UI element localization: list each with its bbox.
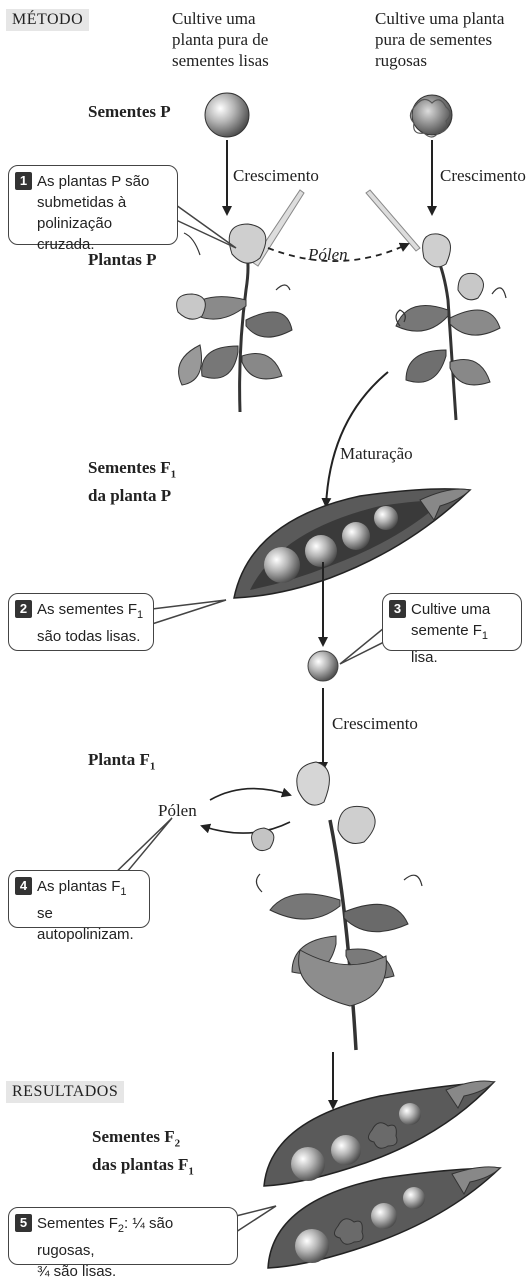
step-1-text: As plantas P são submetidas à polinizaçã… [37,173,149,253]
f1-seeds-label: Sementes F1 da planta P [88,457,176,506]
step-2-sub: 1 [137,609,143,621]
step-3-callout: 3 Cultive uma semente F1 lisa. [382,593,522,651]
p-plants-label: Plantas P [88,249,156,270]
f1-plant-label-sub: 1 [150,760,156,772]
wrinkled-parent-caption: Cultive uma planta pura de sementes rugo… [375,8,505,71]
results-label: RESULTADOS [6,1081,124,1103]
method-label: MÉTODO [6,9,89,31]
step-4-callout: 4 As plantas F1 se autopolinizam. [8,870,150,928]
f1-seeds-label-line2: da planta P [88,486,171,505]
f1-plant-label: Planta F1 [88,749,155,777]
f2-pod-2 [268,1167,500,1268]
pollen-label-f1: Pólen [158,800,197,821]
step-3-text-c: lisa. [411,649,438,666]
smooth-parent-caption: Cultive uma planta pura de sementes lisa… [172,8,290,71]
step-3-sub: 1 [482,630,488,642]
step-4-number: 4 [15,877,32,895]
f2-seeds-label-text: Sementes F [92,1127,175,1146]
maturation-arrow [326,372,388,506]
f1-seed [308,651,338,681]
step-5-text-a: Sementes F [37,1215,118,1232]
smooth-seed-p [205,93,249,137]
step-4-sub: 1 [120,886,126,898]
f1-plant [252,762,422,1050]
parent-plant-right [396,234,506,420]
step-3-text-a: Cultive uma [411,601,490,618]
step-5-text-c: ¾ são lisas. [37,1263,116,1280]
f2-seeds-label: Sementes F2 das plantas F1 [92,1126,194,1183]
step-2-text-a: As sementes F [37,601,137,618]
f1-pod [234,489,470,598]
step-5-number: 5 [15,1214,32,1232]
step-4-text-b: se [37,905,53,922]
pollen-label-top: Pólen [308,244,348,265]
growth-label-f1: Crescimento [332,713,418,734]
step-3-number: 3 [389,600,406,618]
self-pollen-arrow-bottom [202,822,290,833]
step-4-text-a: As plantas F [37,878,120,895]
maturation-label: Maturação [340,443,413,464]
f2-seeds-label-sub2: 1 [188,1166,194,1178]
f2-seeds-label-sub: 2 [175,1137,181,1149]
f1-seeds-label-sub: 1 [171,468,177,480]
step-2-callout: 2 As sementes F1 são todas lisas. [8,593,154,651]
step-4-text-c: autopolinizam. [37,926,134,943]
step-5-callout: 5 Sementes F2: ¼ são rugosas, ¾ são lisa… [8,1207,238,1265]
wrinkled-seed-p [410,95,452,137]
growth-label-left: Crescimento [233,165,319,186]
step-1-callout: 1 As plantas P são submetidas à poliniza… [8,165,178,245]
f1-plant-label-text: Planta F [88,750,150,769]
p-seeds-label: Sementes P [88,101,171,122]
parent-plant-left [177,224,292,412]
growth-label-right: Crescimento [440,165,526,186]
step-2-number: 2 [15,600,32,618]
f1-seeds-label-text: Sementes F [88,458,171,477]
step-1-number: 1 [15,172,32,190]
self-pollen-arrow-top [210,789,290,800]
f2-seeds-label-line2: das plantas F [92,1155,188,1174]
step-2-text-b: são todas lisas. [37,628,140,645]
step-3-text-b: semente F [411,622,482,639]
